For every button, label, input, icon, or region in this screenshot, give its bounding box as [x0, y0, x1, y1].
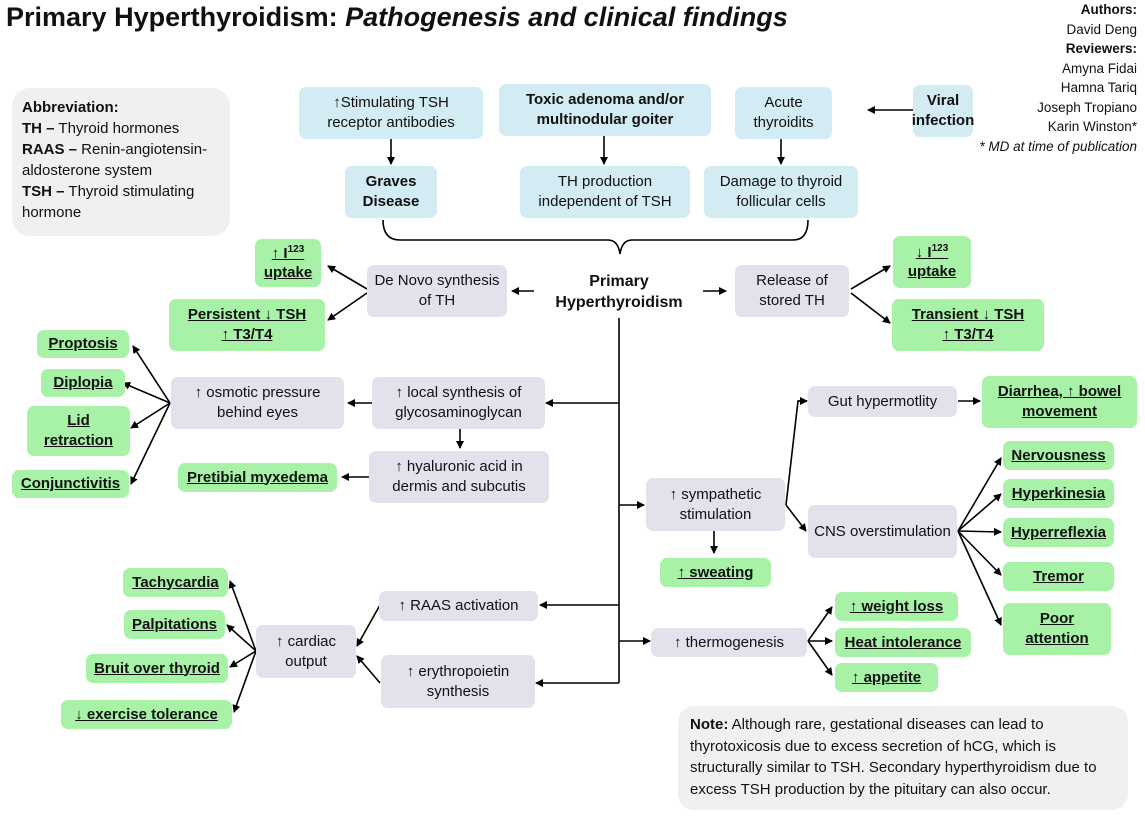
title-main: Primary Hyperthyroidism: — [6, 2, 338, 32]
cardiac-output-node: ↑ cardiac output — [256, 625, 356, 678]
osmotic-pressure-node: ↑ osmotic pressure behind eyes — [171, 377, 344, 429]
thermogenesis-node: ↑ thermogenesis — [651, 628, 807, 657]
title-sub: Pathogenesis and clinical findings — [345, 2, 788, 32]
poor-attention-finding: Poor attention — [1003, 603, 1111, 655]
primary-hyperthyroidism-node: Primary Hyperthyroidism — [555, 273, 683, 311]
acute-thyroiditis-node: Acute thyroidits — [735, 87, 832, 139]
abbreviation-item: RAAS – Renin-angiotensin-aldosterone sys… — [22, 141, 208, 179]
persistent-tsh-finding: Persistent ↓ TSH ↑ T3/T4 — [169, 299, 325, 351]
cns-overstimulation-node: CNS overstimulation — [808, 505, 957, 558]
nervousness-finding: Nervousness — [1003, 441, 1114, 470]
sweating-finding: ↑ sweating — [660, 558, 771, 587]
diplopia-finding: Diplopia — [41, 369, 125, 397]
toxic-adenoma-node: Toxic adenoma and/or multinodular goiter — [499, 84, 711, 136]
palpitations-finding: Palpitations — [124, 610, 225, 639]
abbreviation-box: Abbreviation: TH – Thyroid hormones RAAS… — [12, 88, 230, 236]
raas-activation-node: ↑ RAAS activation — [379, 591, 538, 621]
proptosis-finding: Proptosis — [37, 330, 129, 358]
note-box: Note: Although rare, gestational disease… — [678, 706, 1128, 810]
pretibial-myxedema-finding: Pretibial myxedema — [178, 463, 337, 492]
reviewer-name: Hamna Tariq — [1060, 80, 1137, 95]
hyperreflexia-finding: Hyperreflexia — [1003, 518, 1114, 547]
bruit-finding: Bruit over thyroid — [86, 654, 228, 683]
de-novo-synthesis-node: De Novo synthesis of TH — [367, 265, 507, 317]
erythropoietin-node: ↑ erythropoietin synthesis — [381, 655, 535, 708]
reviewer-name: Karin Winston* — [1047, 119, 1137, 134]
credits-footnote: * MD at time of publication — [979, 138, 1137, 154]
follicular-damage-node: Damage to thyroid follicular cells — [704, 166, 858, 218]
abbreviation-heading: Abbreviation: — [22, 99, 119, 116]
graves-disease-node: Graves Disease — [345, 166, 437, 218]
weight-loss-finding: ↑ weight loss — [835, 592, 958, 621]
authors-label: Authors: — [1080, 2, 1137, 17]
author-name: David Deng — [1066, 21, 1137, 37]
lid-retraction-finding: Lid retraction — [27, 406, 130, 456]
th-independent-node: TH production independent of TSH — [520, 166, 690, 218]
i123-uptake-increased: ↑ I123 uptake — [255, 239, 321, 287]
conjunctivitis-finding: Conjunctivitis — [12, 470, 129, 498]
abbreviation-item: TSH – Thyroid stimulating hormone — [22, 183, 195, 221]
heat-intolerance-finding: Heat intolerance — [835, 628, 971, 657]
tremor-finding: Tremor — [1003, 562, 1114, 591]
hyaluronic-acid-node: ↑ hyaluronic acid in dermis and subcutis — [369, 451, 549, 503]
local-synthesis-node: ↑ local synthesis of glycosaminoglycan — [372, 377, 545, 429]
reviewer-name: Joseph Tropiano — [1037, 99, 1137, 115]
page-title: Primary Hyperthyroidism: Pathogenesis an… — [6, 2, 788, 33]
reviewer-name: Amyna Fidai — [1061, 60, 1137, 76]
reviewers-label: Reviewers: — [1065, 41, 1137, 56]
stimulating-antibodies-node: ↑Stimulating TSH receptor antibodies — [299, 87, 483, 139]
gut-hypermotility-node: Gut hypermotlity — [808, 386, 957, 417]
appetite-finding: ↑ appetite — [835, 663, 938, 692]
note-label: Note: — [690, 716, 729, 733]
i123-uptake-decreased: ↓ I123 uptake — [893, 236, 971, 288]
note-text: Although rare, gestational diseases can … — [690, 716, 1097, 798]
diarrhea-finding: Diarrhea, ↑ bowel movement — [982, 376, 1137, 428]
transient-tsh-finding: Transient ↓ TSH ↑ T3/T4 — [892, 299, 1044, 351]
release-stored-th-node: Release of stored TH — [735, 265, 849, 317]
hyperkinesia-finding: Hyperkinesia — [1003, 479, 1114, 508]
credits: Authors: David Deng Reviewers: Amyna Fid… — [979, 0, 1137, 156]
sympathetic-stimulation-node: ↑ sympathetic stimulation — [646, 478, 785, 531]
viral-infection-node: Viral infection — [912, 85, 974, 137]
tachycardia-finding: Tachycardia — [123, 568, 228, 597]
exercise-tolerance-finding: ↓ exercise tolerance — [61, 700, 232, 729]
abbreviation-item: TH – Thyroid hormones — [22, 120, 180, 137]
